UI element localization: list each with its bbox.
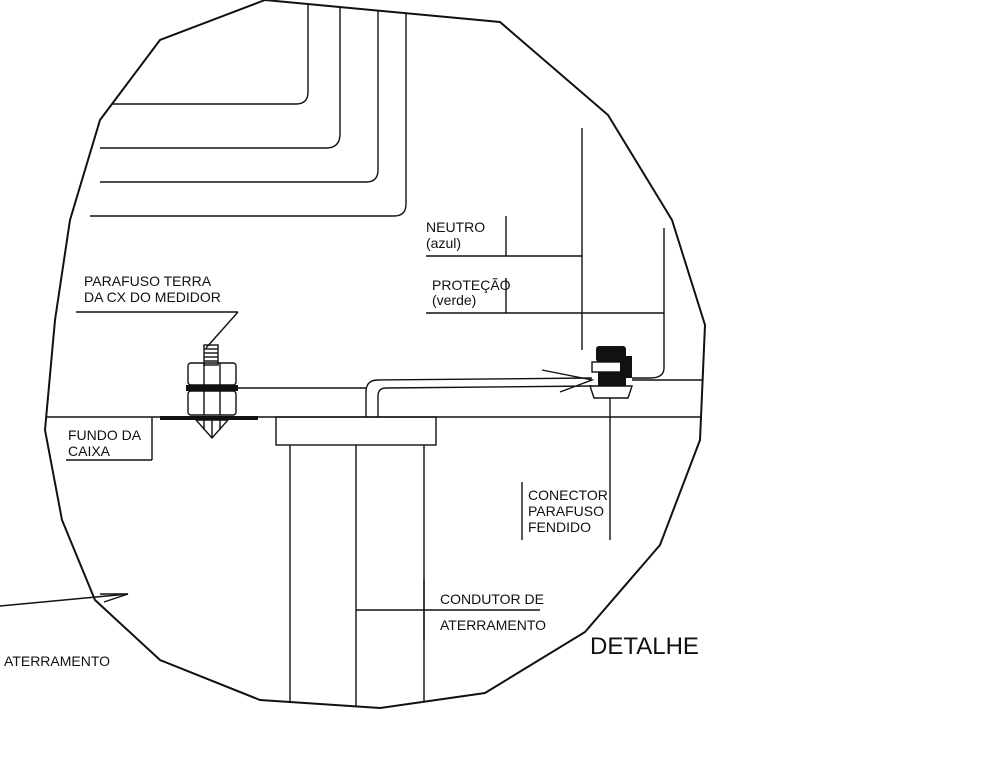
conector-label-line3: FENDIDO [528, 519, 591, 535]
ground-conductor-lower [377, 385, 593, 417]
parafuso-label-line2: DA CX DO MEDIDOR [84, 289, 221, 305]
box-corner-line-1 [100, 0, 309, 105]
aterramento-left-arrow [100, 593, 129, 603]
box-corner-line-3 [100, 0, 379, 183]
condutor-label-line1: CONDUTOR DE [440, 591, 544, 607]
detail-circle [43, 0, 707, 710]
detalhe-title: DETALHE [590, 633, 699, 660]
box-corner-line-4 [90, 0, 407, 217]
protecao-label: PROTEÇÃO [432, 277, 511, 293]
aterramento-left-leader [0, 593, 129, 607]
neutro-label: NEUTRO [426, 219, 485, 235]
ground-conductor-upper [365, 377, 593, 417]
fundo-label-line1: FUNDO DA [68, 427, 142, 443]
neutro-color-label: (azul) [426, 235, 461, 251]
condutor-label-line2: ATERRAMENTO [440, 617, 546, 633]
conector-label-line1: CONECTOR [528, 487, 608, 503]
ground-screw [160, 344, 258, 440]
protection-wire-bend [632, 367, 665, 379]
protecao-color-label: (verde) [432, 292, 476, 308]
parafuso-leader-diagonal [205, 311, 239, 349]
electrode-cap [275, 416, 437, 446]
parafuso-label-line1: PARAFUSO TERRA [84, 273, 212, 289]
split-bolt-connector [541, 346, 633, 399]
aterramento-left-label: ATERRAMENTO [4, 653, 110, 669]
fundo-label-line2: CAIXA [68, 443, 111, 459]
conector-label-line2: PARAFUSO [528, 503, 604, 519]
box-corner-line-2 [100, 0, 341, 149]
